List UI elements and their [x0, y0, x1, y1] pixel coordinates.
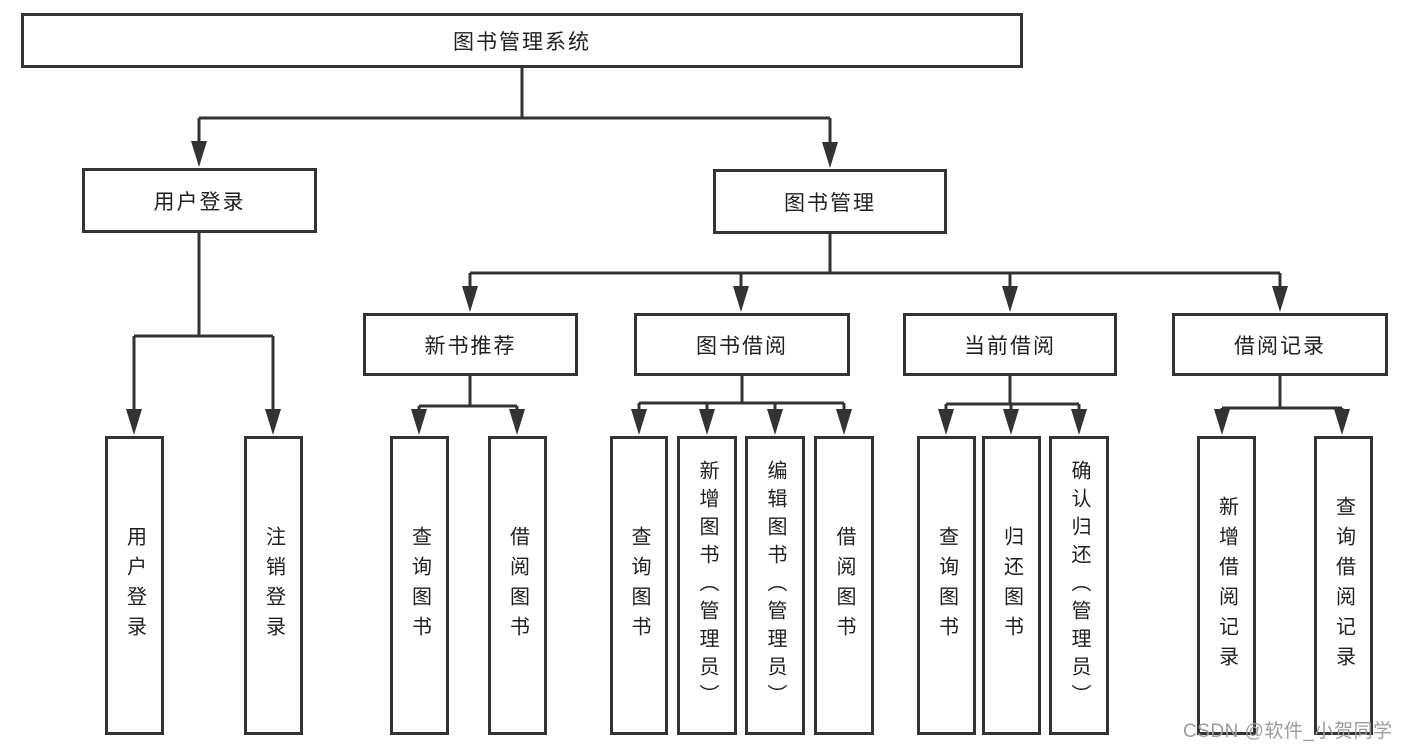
edge-new-book-to-leaves [411, 376, 525, 435]
leaf-logout: 注销登录 [244, 436, 303, 735]
node-label: 新增图书（管理员） [696, 459, 718, 712]
node-book-borrow: 图书借阅 [634, 313, 850, 376]
edge-current-borrow-to-leaves [938, 376, 1087, 435]
node-label: 确认归还（管理员） [1068, 459, 1090, 712]
node-borrow-records: 借阅记录 [1172, 313, 1388, 376]
node-label: 编辑图书（管理员） [764, 459, 786, 712]
node-label: 借阅图书 [833, 525, 855, 646]
node-label: 查询借阅记录 [1332, 495, 1355, 676]
leaf-user-login: 用户登录 [105, 436, 164, 735]
leaf-edit-books-admin: 编辑图书（管理员） [745, 436, 805, 735]
edge-user-login-to-leaves [126, 233, 281, 435]
node-label: 图书管理系统 [453, 30, 591, 54]
leaf-query-books-recommend: 查询图书 [390, 436, 449, 735]
leaf-confirm-return-admin: 确认归还（管理员） [1049, 436, 1109, 735]
node-label: 图书管理 [784, 191, 876, 215]
node-label: 用户登录 [123, 525, 146, 646]
leaf-query-books-borrow: 查询图书 [610, 436, 668, 735]
node-label: 借阅记录 [1234, 334, 1326, 358]
leaf-add-books-admin: 新增图书（管理员） [677, 436, 737, 735]
node-label: 注销登录 [262, 525, 285, 646]
node-book-management: 图书管理 [713, 169, 947, 234]
leaf-query-books-current: 查询图书 [917, 436, 976, 735]
node-new-book-recommend: 新书推荐 [363, 313, 578, 376]
node-label: 归还图书 [1000, 525, 1023, 646]
node-label: 新增借阅记录 [1215, 495, 1238, 676]
node-current-borrow: 当前借阅 [903, 313, 1117, 376]
edge-book-mgmt-to-level3 [462, 234, 1288, 312]
edge-book-borrow-to-leaves [631, 376, 852, 435]
leaf-add-borrow-record: 新增借阅记录 [1197, 436, 1256, 735]
leaf-borrow-books: 借阅图书 [814, 436, 874, 735]
node-label: 图书借阅 [696, 334, 788, 358]
csdn-watermark: CSDN @软件_小贺同学 [1183, 721, 1393, 742]
node-label: 查询图书 [628, 525, 650, 646]
node-label: 查询图书 [408, 525, 431, 646]
edge-borrow-records-to-leaves [1214, 375, 1350, 435]
leaf-borrow-books-recommend: 借阅图书 [488, 436, 547, 735]
node-label: 用户登录 [153, 190, 246, 214]
node-label: 当前借阅 [964, 334, 1056, 358]
node-label: 新书推荐 [424, 334, 517, 358]
node-label: 借阅图书 [506, 525, 529, 646]
leaf-query-borrow-record: 查询借阅记录 [1314, 436, 1373, 735]
leaf-return-books: 归还图书 [982, 436, 1041, 735]
node-root-system: 图书管理系统 [21, 13, 1023, 68]
node-user-login: 用户登录 [82, 168, 317, 233]
node-label: 查询图书 [935, 525, 958, 646]
edge-root-to-level2 [191, 68, 838, 168]
